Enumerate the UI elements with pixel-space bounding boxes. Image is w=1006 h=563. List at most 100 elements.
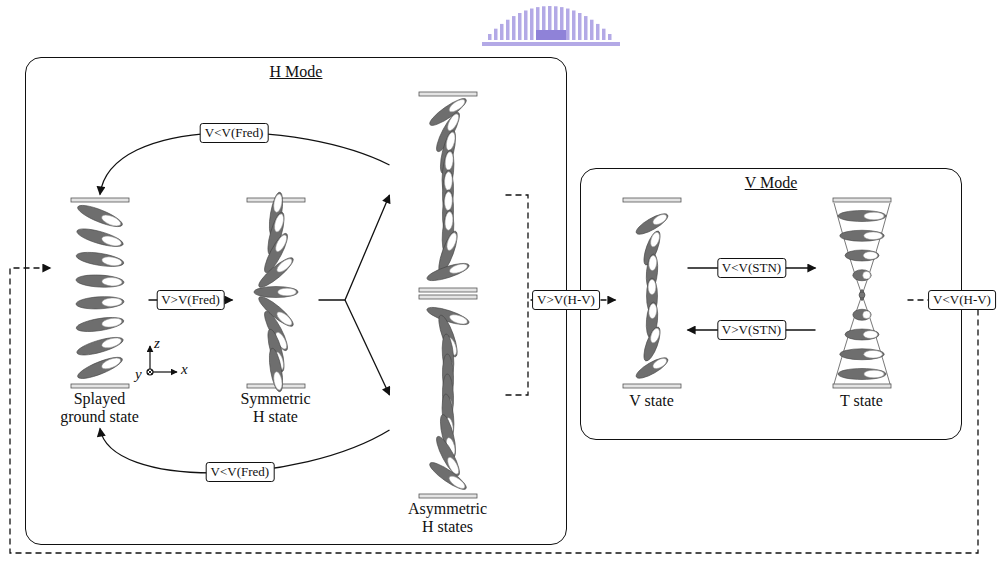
- molecule-end: [448, 262, 468, 275]
- molecule-end: [863, 252, 877, 260]
- molecule-body: [845, 250, 879, 261]
- state-caption: Asymmetric H states: [404, 500, 492, 536]
- molecule-end: [447, 474, 467, 491]
- molecule-end: [444, 192, 452, 211]
- plate: [419, 295, 477, 299]
- molecule-end: [863, 331, 877, 339]
- state-caption: Splayed ground state: [54, 390, 146, 426]
- molecule-body: [853, 270, 871, 281]
- molecule-body: [76, 296, 125, 310]
- axis-label: z: [154, 336, 160, 351]
- molecule: [75, 334, 124, 359]
- molecule-end: [273, 371, 284, 391]
- molecule-end: [648, 303, 657, 319]
- molecule-body: [256, 254, 297, 291]
- molecule: [853, 270, 871, 281]
- molecule-end: [863, 311, 871, 319]
- molecule: [845, 250, 879, 261]
- molecule: [853, 309, 871, 320]
- molecule-body: [76, 274, 125, 288]
- molecule-end: [648, 279, 656, 294]
- logo-bar: [602, 29, 606, 40]
- molecule-end: [101, 256, 122, 267]
- connector-branch: [506, 300, 529, 395]
- plate: [419, 92, 477, 96]
- molecule-end: [273, 193, 284, 213]
- connector-line: [506, 195, 616, 300]
- molecule-end: [278, 288, 296, 296]
- logo-bar: [566, 9, 570, 40]
- molecule-body: [433, 110, 463, 154]
- molecule-end: [273, 233, 288, 253]
- plate: [833, 384, 891, 388]
- molecule-end: [864, 232, 883, 240]
- logo-bar: [524, 10, 528, 40]
- molecule: [433, 110, 463, 154]
- molecule: [425, 260, 470, 284]
- logo-bar: [494, 29, 498, 40]
- logo-bar: [512, 16, 516, 40]
- logo-bar: [518, 13, 522, 40]
- molecule-end: [863, 271, 871, 279]
- plate: [623, 384, 681, 388]
- molecule: [75, 250, 124, 269]
- logo-block: [536, 30, 566, 40]
- molecule-body: [634, 210, 671, 238]
- molecule-end: [102, 297, 123, 306]
- logo-bar: [578, 13, 582, 40]
- molecule: [634, 210, 671, 238]
- molecule: [254, 287, 298, 298]
- molecule: [838, 369, 886, 380]
- molecule-body: [838, 211, 886, 222]
- y-axis: [147, 369, 153, 375]
- logo-bar: [584, 16, 588, 40]
- molecule: [75, 201, 124, 230]
- molecule-body: [840, 230, 884, 241]
- state-node: V state: [616, 195, 688, 413]
- molecule-end: [275, 257, 294, 275]
- edge-label: V<V(H-V): [928, 290, 996, 310]
- molecule-body: [845, 329, 879, 340]
- molecule-body: [853, 309, 871, 320]
- molecule: [76, 274, 125, 288]
- molecule: [860, 290, 864, 301]
- molecule-end: [864, 350, 883, 358]
- molecule: [75, 225, 124, 250]
- molecule-end: [447, 97, 467, 114]
- molecule-end: [651, 356, 668, 370]
- molecule: [840, 349, 884, 360]
- molecule-end: [864, 212, 884, 220]
- connector: [319, 195, 390, 395]
- plate: [833, 198, 891, 202]
- molecule-body: [267, 347, 285, 392]
- connector: [10, 268, 978, 553]
- state-caption: V state: [629, 392, 674, 410]
- molecule: [427, 459, 469, 493]
- molecule-body: [838, 369, 886, 380]
- twist-line: [834, 203, 890, 384]
- molecule: [641, 325, 664, 363]
- axis-label: x: [181, 362, 188, 377]
- logo-bar: [506, 20, 510, 40]
- molecule-body: [254, 287, 298, 298]
- molecule-end: [864, 370, 884, 378]
- logo-bar: [530, 9, 534, 40]
- state-node: Splayed ground state: [51, 195, 149, 429]
- logo-bar: [608, 34, 612, 40]
- molecule-end: [448, 313, 468, 326]
- logo-bar: [572, 10, 576, 40]
- plate: [71, 384, 129, 388]
- molecule-end: [101, 317, 122, 328]
- molecule: [267, 347, 285, 392]
- connector-line: [319, 195, 390, 300]
- molecule-body: [75, 334, 124, 359]
- molecule-body: [427, 459, 469, 493]
- state-node: Asymmetric H states: [390, 92, 506, 539]
- connector-branch: [345, 300, 390, 395]
- logo-bar: [488, 34, 492, 40]
- edge-label: V>V(H-V): [532, 290, 600, 310]
- edge-label: V>V(STN): [717, 320, 786, 340]
- axis-label: y: [135, 367, 142, 382]
